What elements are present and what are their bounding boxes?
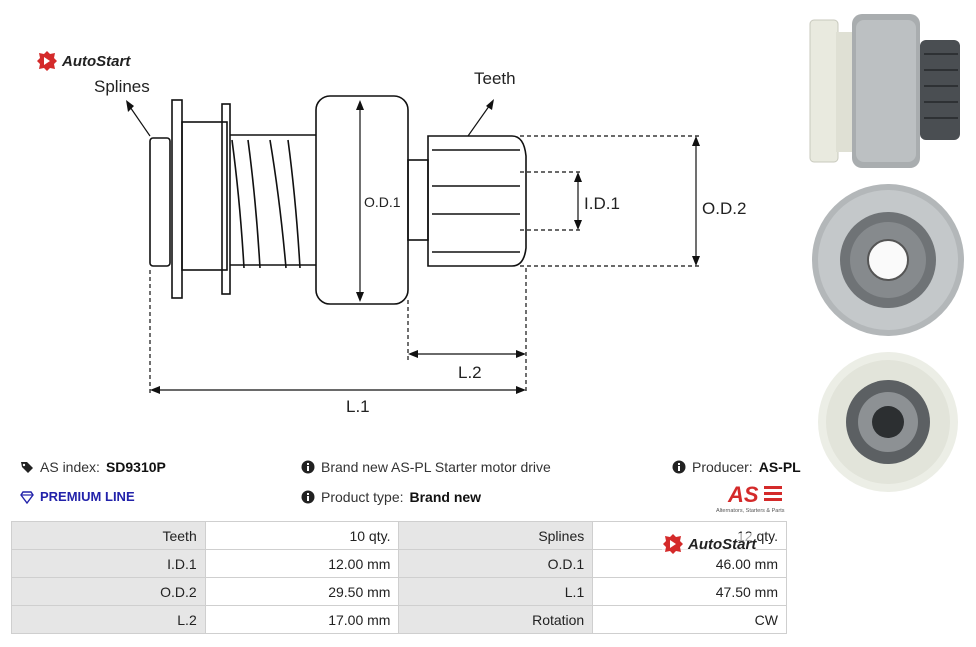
product-type-value: Brand new [409,489,482,505]
product-type: Product type: Brand new [301,489,481,505]
info-circle-icon [672,460,686,474]
spec-value: 29.50 mm [204,577,400,606]
diamond-icon [20,490,34,504]
spec-value: 10 qty. [204,521,400,550]
autostart-logo-text: AutoStart [688,535,757,553]
spring [231,139,301,269]
product-photo-side [809,14,960,168]
as-pl-logo: AS Alternators, Starters & Parts [716,482,785,514]
spec-label: I.D.1 [11,549,206,578]
label-teeth: Teeth [474,69,516,88]
label-splines: Splines [94,77,150,96]
spec-value: 47.50 mm [592,577,787,606]
premium-line-text: PREMIUM LINE [40,489,135,504]
info-circle-icon [301,490,315,504]
premium-line-badge: PREMIUM LINE [20,489,135,504]
producer-label: Producer: [692,459,753,475]
pinion-gear [427,135,527,267]
spec-value: CW [592,605,787,634]
spec-label: Teeth [11,521,206,550]
product-photo-back [818,352,958,492]
table-row: L.2 17.00 mm Rotation CW [11,605,787,634]
spec-label: O.D.2 [11,577,206,606]
label-l2: L.2 [458,363,482,382]
spec-label: L.1 [398,577,594,606]
collar [221,103,231,295]
as-pl-logo-text: AS [727,482,759,507]
product-type-label: Product type: [321,489,404,505]
label-od2: O.D.2 [702,199,746,218]
product-description: Brand new AS-PL Starter motor drive [301,459,551,475]
label-id1: I.D.1 [584,194,620,213]
producer: Producer: AS-PL [672,459,801,475]
autostart-logo-text: AutoStart [62,52,131,70]
spec-label: O.D.1 [398,549,594,578]
label-l1: L.1 [346,397,370,416]
product-photo-front [812,184,964,336]
as-index-value: SD9310P [105,459,166,475]
spec-label: L.2 [11,605,206,634]
producer-value: AS-PL [758,459,801,475]
spec-value: 12.00 mm [204,549,400,578]
autostart-logo-icon [663,534,683,554]
product-description-text: Brand new AS-PL Starter motor drive [321,459,551,475]
spec-value: 17.00 mm [204,605,400,634]
technical-drawing: Splines Teeth O.D.1 I.D.1 O.D.2 L.2 L.1 [94,69,746,416]
tags-icon [21,462,33,473]
autostart-logo-icon [37,51,57,71]
table-row: O.D.2 29.50 mm L.1 47.50 mm [11,577,787,606]
autostart-logo: AutoStart [36,50,130,72]
spec-label: Rotation [398,605,594,634]
info-circle-icon [301,460,315,474]
as-pl-logo-subtitle: Alternators, Starters & Parts [716,508,785,514]
as-index-label: AS index: [40,459,100,475]
label-od1: O.D.1 [364,194,401,210]
splines-hub [149,137,171,267]
as-index: AS index: SD9310P [20,459,166,475]
spec-label: Splines [398,521,594,550]
autostart-watermark-logo: AutoStart [662,533,757,555]
flange [171,99,183,299]
